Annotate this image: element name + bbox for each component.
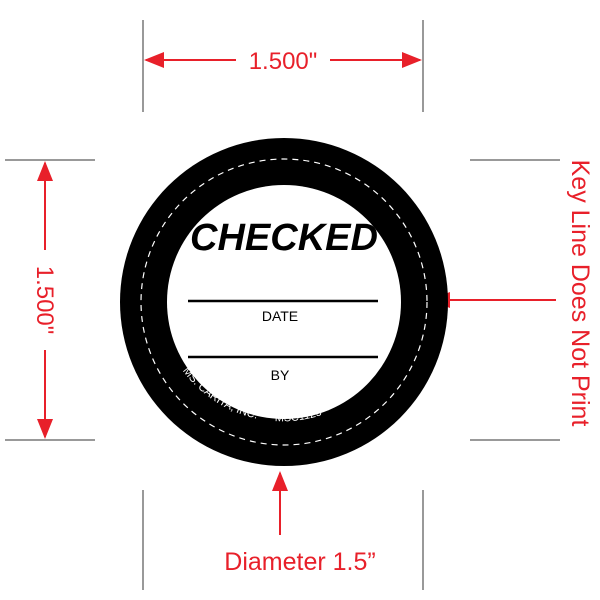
key-line-note: Key Line Does Not Print (566, 160, 594, 427)
by-field-label: BY (271, 367, 290, 383)
key-line-dashed (140, 158, 428, 446)
diameter-label: Diameter 1.5” (224, 548, 375, 576)
label-title: CHECKED (190, 217, 378, 259)
height-label: 1.500" (31, 266, 58, 335)
width-label: 1.500" (249, 48, 318, 75)
date-field-label: DATE (262, 308, 298, 324)
guide-lines (5, 20, 560, 590)
